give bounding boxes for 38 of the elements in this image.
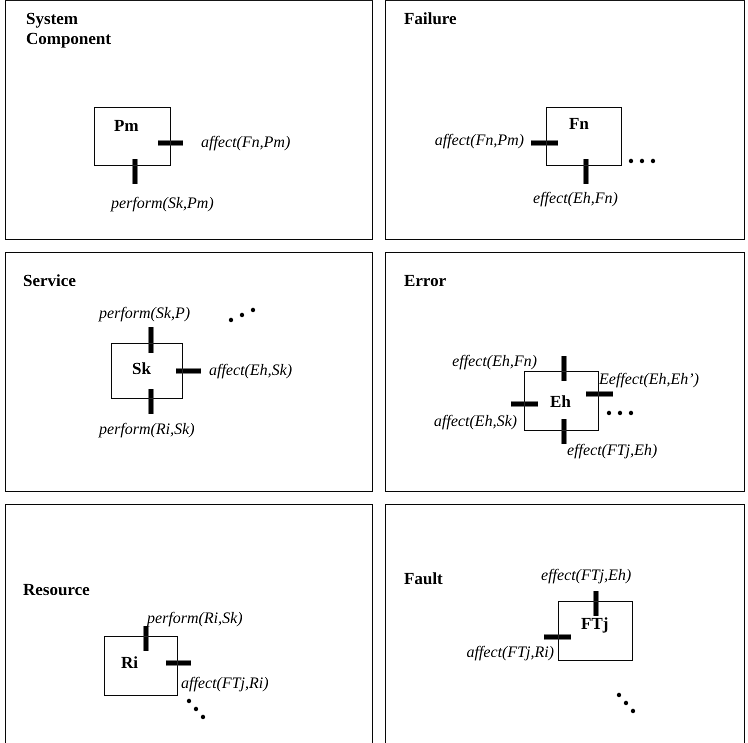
panel-frame [5,0,373,240]
port-label: affect(Eh,Sk) [209,362,292,380]
component-name: Pm [114,116,139,136]
port-label: effect(Eh,Fn) [452,353,537,371]
component-name: Sk [132,359,151,379]
panel-frame [385,252,745,492]
component-name: Ri [121,653,138,673]
component-box [558,601,633,661]
panel-frame [5,252,373,492]
port-label: affect(Fn,Pm) [201,134,290,152]
port-label: effect(FTj,Eh) [567,442,658,460]
panel-heading: Service [23,271,77,291]
panel-heading: Failure [404,9,458,29]
component-name: Fn [569,114,589,134]
port-label: affect(Eh,Sk) [434,413,517,431]
component-name: FTj [581,614,608,634]
port-label: affect(FTj,Ri) [181,675,269,693]
panel-frame [5,504,373,743]
panel-heading: Resource [23,580,91,600]
port-label: perform(Ri,Sk) [99,421,195,439]
port-label: affect(FTj,Ri) [466,644,554,662]
panel-frame [385,0,745,240]
port-label: perform(Ri,Sk) [147,610,243,628]
port-label: effect(Eh,Fn) [533,190,618,208]
port-label: affect(Fn,Pm) [434,132,524,150]
port-label: perform(Sk,Pm) [111,195,214,213]
panel-heading: System Component [26,9,112,49]
port-label: effect(FTj,Eh) [541,567,632,585]
panel-heading: Error [404,271,448,291]
component-box [524,371,599,431]
component-box [111,343,183,399]
component-box [546,107,622,166]
panel-frame [385,504,745,743]
component-box [94,107,171,166]
component-name: Eh [550,392,571,412]
port-label: perform(Sk,P) [99,305,190,323]
port-label: Eeffect(Eh,Eh’) [599,371,699,389]
component-box [104,636,178,696]
